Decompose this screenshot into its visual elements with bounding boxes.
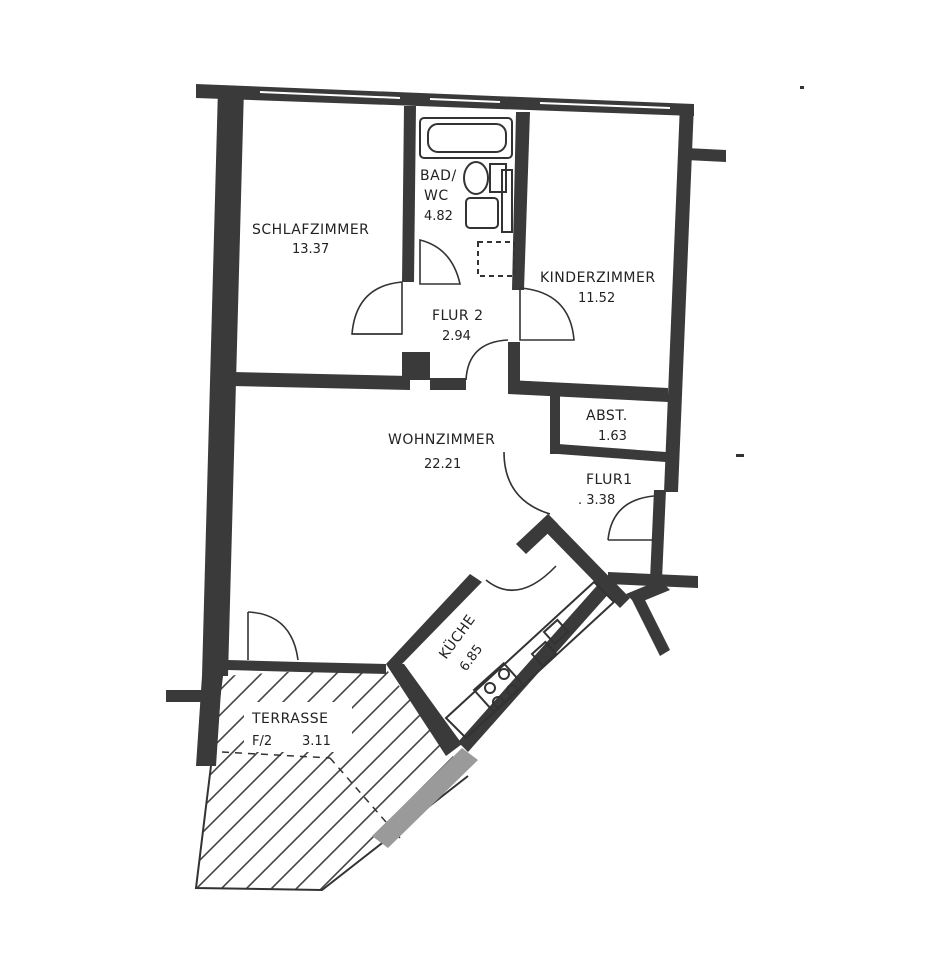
- windows: [259, 91, 671, 109]
- schlafzimmer-area: 13.37: [292, 242, 329, 257]
- terrasse-area: 3.11: [302, 734, 331, 749]
- kinderzimmer-area: 11.52: [578, 291, 615, 306]
- bad-name-line1: BAD/: [420, 168, 457, 184]
- doors: [247, 238, 655, 661]
- kitchen-fixtures: [444, 580, 616, 740]
- abst-name: ABST.: [586, 408, 628, 424]
- terrace-hatching: [196, 666, 468, 890]
- schlafzimmer-name: SCHLAFZIMMER: [252, 222, 369, 238]
- bad-area: 4.82: [424, 209, 453, 224]
- window-diagonal: [372, 748, 478, 848]
- flur1-area: . 3.38: [578, 493, 615, 508]
- room-bad: BAD/ WC 4.82: [420, 168, 457, 224]
- bathtub: [419, 117, 513, 159]
- room-flur1: FLUR1 . 3.38: [578, 472, 633, 508]
- kitchen-counter: [444, 580, 616, 740]
- room-terrasse: TERRASSE F/2 3.11: [251, 711, 331, 749]
- flur1-name: FLUR1: [586, 472, 633, 488]
- room-wohnzimmer: WOHNZIMMER 22.21: [388, 432, 495, 472]
- terrasse-prefix: F/2: [252, 734, 272, 749]
- wohnzimmer-name: WOHNZIMMER: [388, 432, 495, 448]
- wohnzimmer-area: 22.21: [424, 457, 461, 472]
- terrace-label-bg: [244, 702, 352, 752]
- room-schlafzimmer: SCHLAFZIMMER 13.37: [252, 222, 369, 257]
- room-flur2: FLUR 2 2.94: [432, 308, 484, 344]
- shower: [477, 241, 515, 277]
- flur2-area: 2.94: [442, 329, 471, 344]
- sink: [465, 197, 499, 229]
- kinderzimmer-name: KINDERZIMMER: [540, 270, 656, 286]
- stray-mark: [800, 86, 804, 89]
- bad-name-line2: WC: [424, 188, 449, 204]
- flur2-name: FLUR 2: [432, 308, 484, 324]
- toilet: [463, 161, 489, 195]
- terrace-dashed-line: [221, 751, 331, 759]
- stray-mark-2: [736, 454, 744, 457]
- bathroom-fixtures: [419, 117, 515, 277]
- walls: [166, 84, 726, 848]
- terrasse-name: TERRASSE: [251, 711, 328, 727]
- room-abst: ABST. 1.63: [586, 408, 628, 444]
- stove: [472, 661, 526, 714]
- room-kinderzimmer: KINDERZIMMER 11.52: [540, 270, 656, 306]
- kueche-area: 6.85: [457, 642, 486, 674]
- terrace-dashed-line-2: [329, 757, 401, 839]
- abst-area: 1.63: [598, 429, 627, 444]
